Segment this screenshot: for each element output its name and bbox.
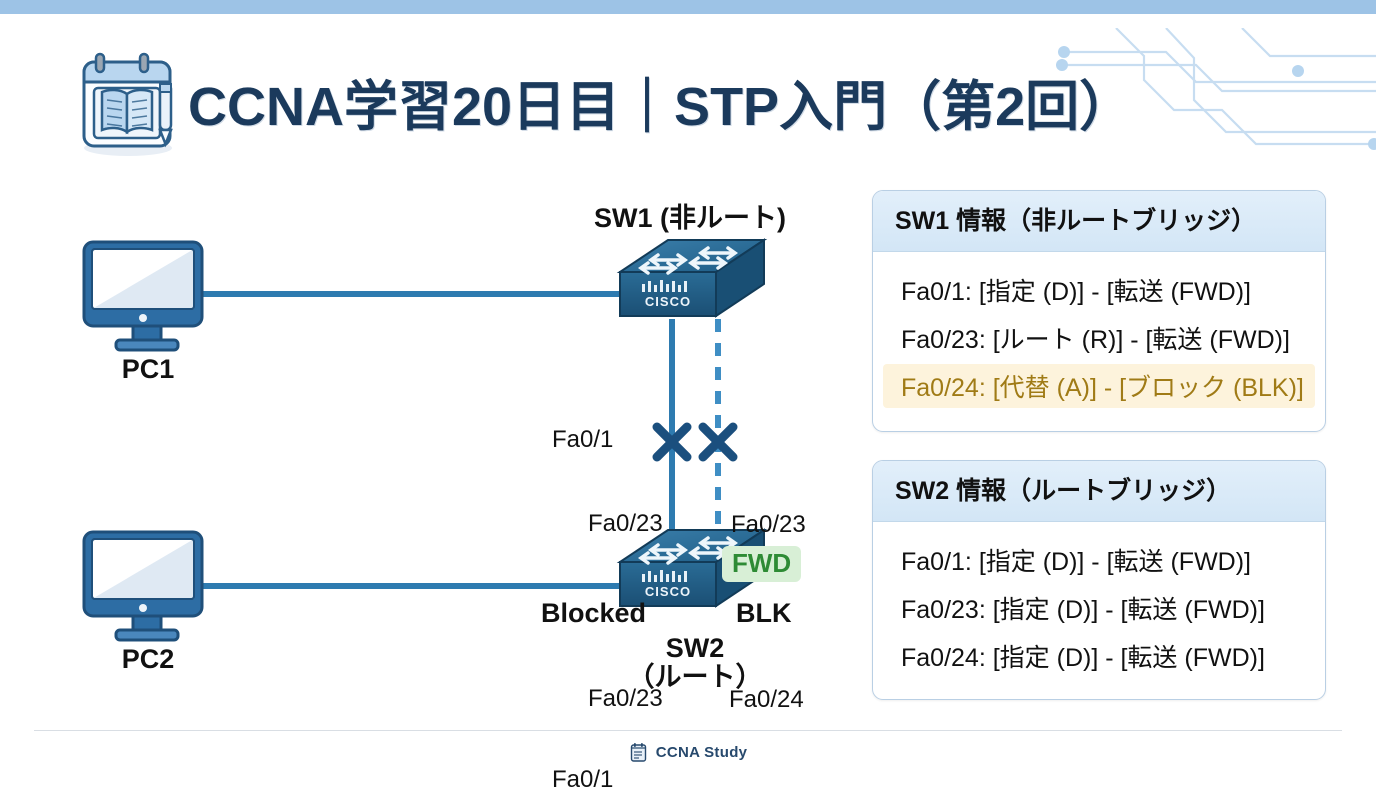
port-label-sw1-fa01: Fa0/1: [552, 426, 614, 453]
blocked-label-left: Blocked: [541, 598, 647, 628]
info-panel-sw2-title: SW2 情報（ルートブリッジ）: [873, 461, 1325, 522]
node-label-sw1: SW1 (非ルート): [594, 203, 786, 233]
node-pc2: PC2: [78, 526, 218, 674]
node-label-sw2-line1: SW2: [665, 633, 725, 663]
note-pad-icon: [630, 743, 646, 762]
port-label-sw2-fa01: Fa0/1: [552, 766, 614, 793]
blocked-x-icon-left: [652, 422, 692, 462]
calendar-book-icon: [82, 52, 173, 156]
port-status-row: Fa0/23: [指定 (D)] - [転送 (FWD)]: [901, 596, 1265, 624]
desktop-computer-icon: [82, 530, 204, 642]
page-title: CCNA学習20日目｜STP入門（第2回）: [188, 77, 1134, 137]
node-label-sw2: SW2 （ルート）: [545, 634, 845, 692]
port-status-row: Fa0/1: [指定 (D)] - [転送 (FWD)]: [901, 278, 1251, 306]
page-footer: CCNA Study: [0, 742, 1376, 763]
port-status-row: Fa0/1: [指定 (D)] - [転送 (FWD)]: [901, 548, 1251, 576]
port-label-sw1-fa023-right: Fa0/23: [731, 511, 806, 538]
cisco-switch-icon: CISCO: [616, 238, 768, 318]
info-panel-sw1-body: Fa0/1: [指定 (D)] - [転送 (FWD)] Fa0/23: [ルー…: [873, 252, 1325, 408]
fwd-status-badge: FWD: [722, 546, 802, 582]
svg-text:CISCO: CISCO: [645, 584, 691, 599]
port-status-row: Fa0/23: [ルート (R)] - [転送 (FWD)]: [901, 326, 1290, 354]
page-header: CCNA学習20日目｜STP入門（第2回）: [0, 14, 1376, 174]
node-label-pc1: PC1: [121, 354, 175, 384]
node-pc1: PC1: [78, 236, 218, 384]
blk-label-right: BLK: [736, 598, 792, 628]
footer-divider: [34, 730, 1342, 731]
node-label-sw2-line2: （ルート）: [627, 661, 763, 692]
port-status-row: Fa0/24: [指定 (D)] - [転送 (FWD)]: [901, 644, 1265, 672]
blocked-markers: [652, 422, 738, 462]
top-accent-bar: [0, 0, 1376, 14]
info-panel-sw2: SW2 情報（ルートブリッジ） Fa0/1: [指定 (D)] - [転送 (F…: [872, 460, 1326, 700]
port-label-sw2-fa023-left: Fa0/23: [588, 685, 663, 712]
port-status-row-highlighted: Fa0/24: [代替 (A)] - [ブロック (BLK)]: [883, 364, 1315, 408]
node-label-pc2: PC2: [121, 644, 175, 674]
info-panel-sw1: SW1 情報（非ルートブリッジ） Fa0/1: [指定 (D)] - [転送 (…: [872, 190, 1326, 432]
blocked-x-icon-right: [698, 422, 738, 462]
footer-label: CCNA Study: [655, 744, 748, 761]
port-label-sw1-fa023-left: Fa0/23: [588, 510, 663, 537]
info-panel-sw1-title: SW1 情報（非ルートブリッジ）: [873, 191, 1325, 252]
desktop-computer-icon: [82, 240, 204, 352]
svg-text:CISCO: CISCO: [645, 294, 691, 309]
info-panel-sw2-body: Fa0/1: [指定 (D)] - [転送 (FWD)] Fa0/23: [指定…: [873, 522, 1325, 678]
port-label-sw2-fa024-right: Fa0/24: [729, 686, 804, 713]
network-topology-diagram: PC1 PC2: [0, 174, 860, 793]
node-sw1: CISCO: [612, 234, 772, 329]
